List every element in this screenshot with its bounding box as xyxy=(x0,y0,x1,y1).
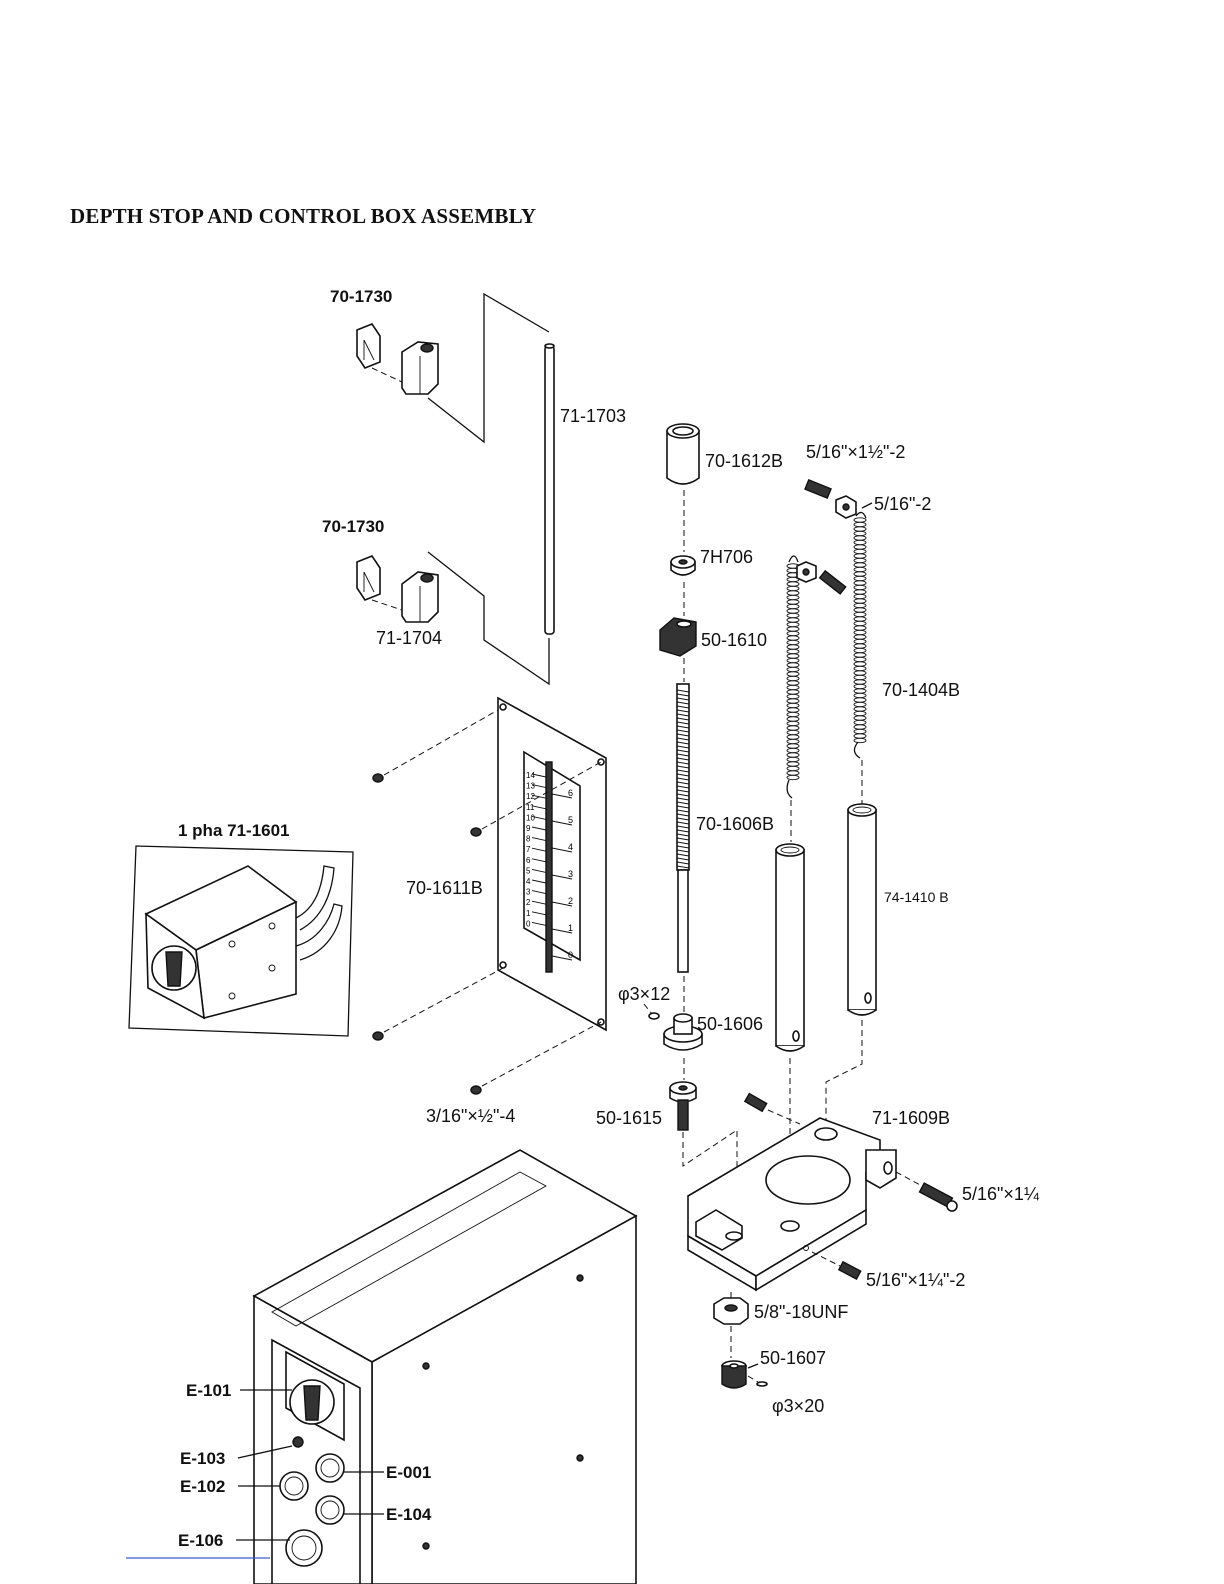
rod-thread xyxy=(676,689,690,869)
label-5-16x1-1-2-2: 5/16"×1½"-2 xyxy=(806,442,905,462)
scale-number-left: 5 xyxy=(526,866,531,875)
hex-nut-5-8-18unf xyxy=(713,1297,749,1325)
label-70-1606b: 70-1606B xyxy=(696,814,774,834)
label-e-001: E-001 xyxy=(386,1463,431,1482)
scale-number-left: 13 xyxy=(526,782,535,791)
label-50-1606: 50-1606 xyxy=(697,1014,763,1034)
pin-3x12 xyxy=(648,1012,660,1020)
label-71-1609b: 71-1609B xyxy=(872,1108,950,1128)
scale-number-left: 14 xyxy=(526,771,535,780)
label-3-16x1-2-4: 3/16"×½"-4 xyxy=(426,1106,515,1126)
label-50-1607: 50-1607 xyxy=(760,1348,826,1368)
plate-screw-2 xyxy=(470,827,482,837)
scale-number-right: 2 xyxy=(568,896,573,906)
set-screw-upper xyxy=(743,1092,768,1113)
label-70-1730-bottom: 70-1730 xyxy=(322,517,384,536)
label-e-106: E-106 xyxy=(178,1531,223,1550)
scale-number-left: 8 xyxy=(526,835,531,844)
return-spring-left xyxy=(786,555,800,799)
scale-number-left: 2 xyxy=(526,898,531,907)
label-50-1615: 50-1615 xyxy=(596,1108,662,1128)
scale-number-right: 3 xyxy=(568,869,573,879)
scale-number-left: 4 xyxy=(526,877,531,886)
return-spring-right xyxy=(853,511,867,759)
scale-number-right: 5 xyxy=(568,815,573,825)
page-title: DEPTH STOP AND CONTROL BOX ASSEMBLY xyxy=(70,204,537,228)
label-71-1703: 71-1703 xyxy=(560,406,626,426)
scale-number-right: 6 xyxy=(568,788,573,798)
scale-number-left: 9 xyxy=(526,824,531,833)
scale-number-left: 10 xyxy=(526,813,535,822)
knob-50-1607 xyxy=(721,1360,768,1389)
label-70-1730-top: 70-1730 xyxy=(330,287,392,306)
label-5-16x1-1-4-2: 5/16"×1¼"-2 xyxy=(866,1270,965,1290)
label-50-1610: 50-1610 xyxy=(701,630,767,650)
scale-number-left: 7 xyxy=(526,845,531,854)
scale-number-right: 4 xyxy=(568,842,573,852)
scale-number-left: 1 xyxy=(526,909,531,918)
scale-number-right: 1 xyxy=(568,923,573,933)
depth-stop-bracket xyxy=(687,1117,897,1292)
label-phi-3x12: φ3×12 xyxy=(618,984,670,1004)
scale-number-right: 0 xyxy=(568,950,573,960)
switch-box-inset xyxy=(128,845,354,1037)
threaded-stop-rod xyxy=(676,683,690,973)
label-70-1612b: 70-1612B xyxy=(705,451,783,471)
stop-cap xyxy=(666,423,700,485)
control-box xyxy=(252,1149,638,1584)
column-tube-right-74-1410b xyxy=(847,803,877,1016)
label-e-103: E-103 xyxy=(180,1449,225,1468)
label-74-1410b: 74-1410 B xyxy=(884,889,949,905)
plate-screw-4 xyxy=(470,1085,482,1095)
stop-rod xyxy=(544,343,555,635)
plate-screw-1 xyxy=(372,773,384,783)
scale-number-left: 6 xyxy=(526,856,531,865)
scale-number-left: 3 xyxy=(526,888,531,897)
spring-screw-upper xyxy=(804,478,857,519)
label-1-pha-71-1601: 1 pha 71-1601 xyxy=(178,821,290,840)
label-71-1704: 71-1704 xyxy=(376,628,442,648)
label-e-102: E-102 xyxy=(180,1477,225,1496)
spring-screw-lower xyxy=(796,561,847,595)
washer-7h706 xyxy=(670,555,696,576)
label-e-101: E-101 xyxy=(186,1381,231,1400)
set-screw-lower xyxy=(837,1260,862,1281)
bolt-50-1615 xyxy=(669,1081,697,1131)
label-7h706: 7H706 xyxy=(700,547,753,567)
scale-number-left: 11 xyxy=(526,803,535,812)
scale-number-left: 12 xyxy=(526,792,535,801)
label-5-16x1-1-4: 5/16"×1¼ xyxy=(962,1184,1040,1204)
label-70-1404b: 70-1404B xyxy=(882,680,960,700)
lock-nut-lower xyxy=(356,555,439,623)
clamp-screw-5-16x1-1-4 xyxy=(918,1182,958,1212)
stop-nut-50-1606 xyxy=(663,1013,703,1051)
column-tube-left xyxy=(775,843,805,1052)
label-e-104: E-104 xyxy=(386,1505,432,1524)
label-phi-3x20: φ3×20 xyxy=(772,1396,824,1416)
label-5-16-2: 5/16"-2 xyxy=(874,494,931,514)
stop-block-50-1610 xyxy=(659,617,697,657)
lock-nut-upper xyxy=(356,323,439,395)
plate-screw-3 xyxy=(372,1031,384,1041)
label-5-8-18unf: 5/8"-18UNF xyxy=(754,1302,848,1322)
label-70-1611b: 70-1611B xyxy=(406,878,483,898)
scale-number-left: 0 xyxy=(526,919,531,928)
